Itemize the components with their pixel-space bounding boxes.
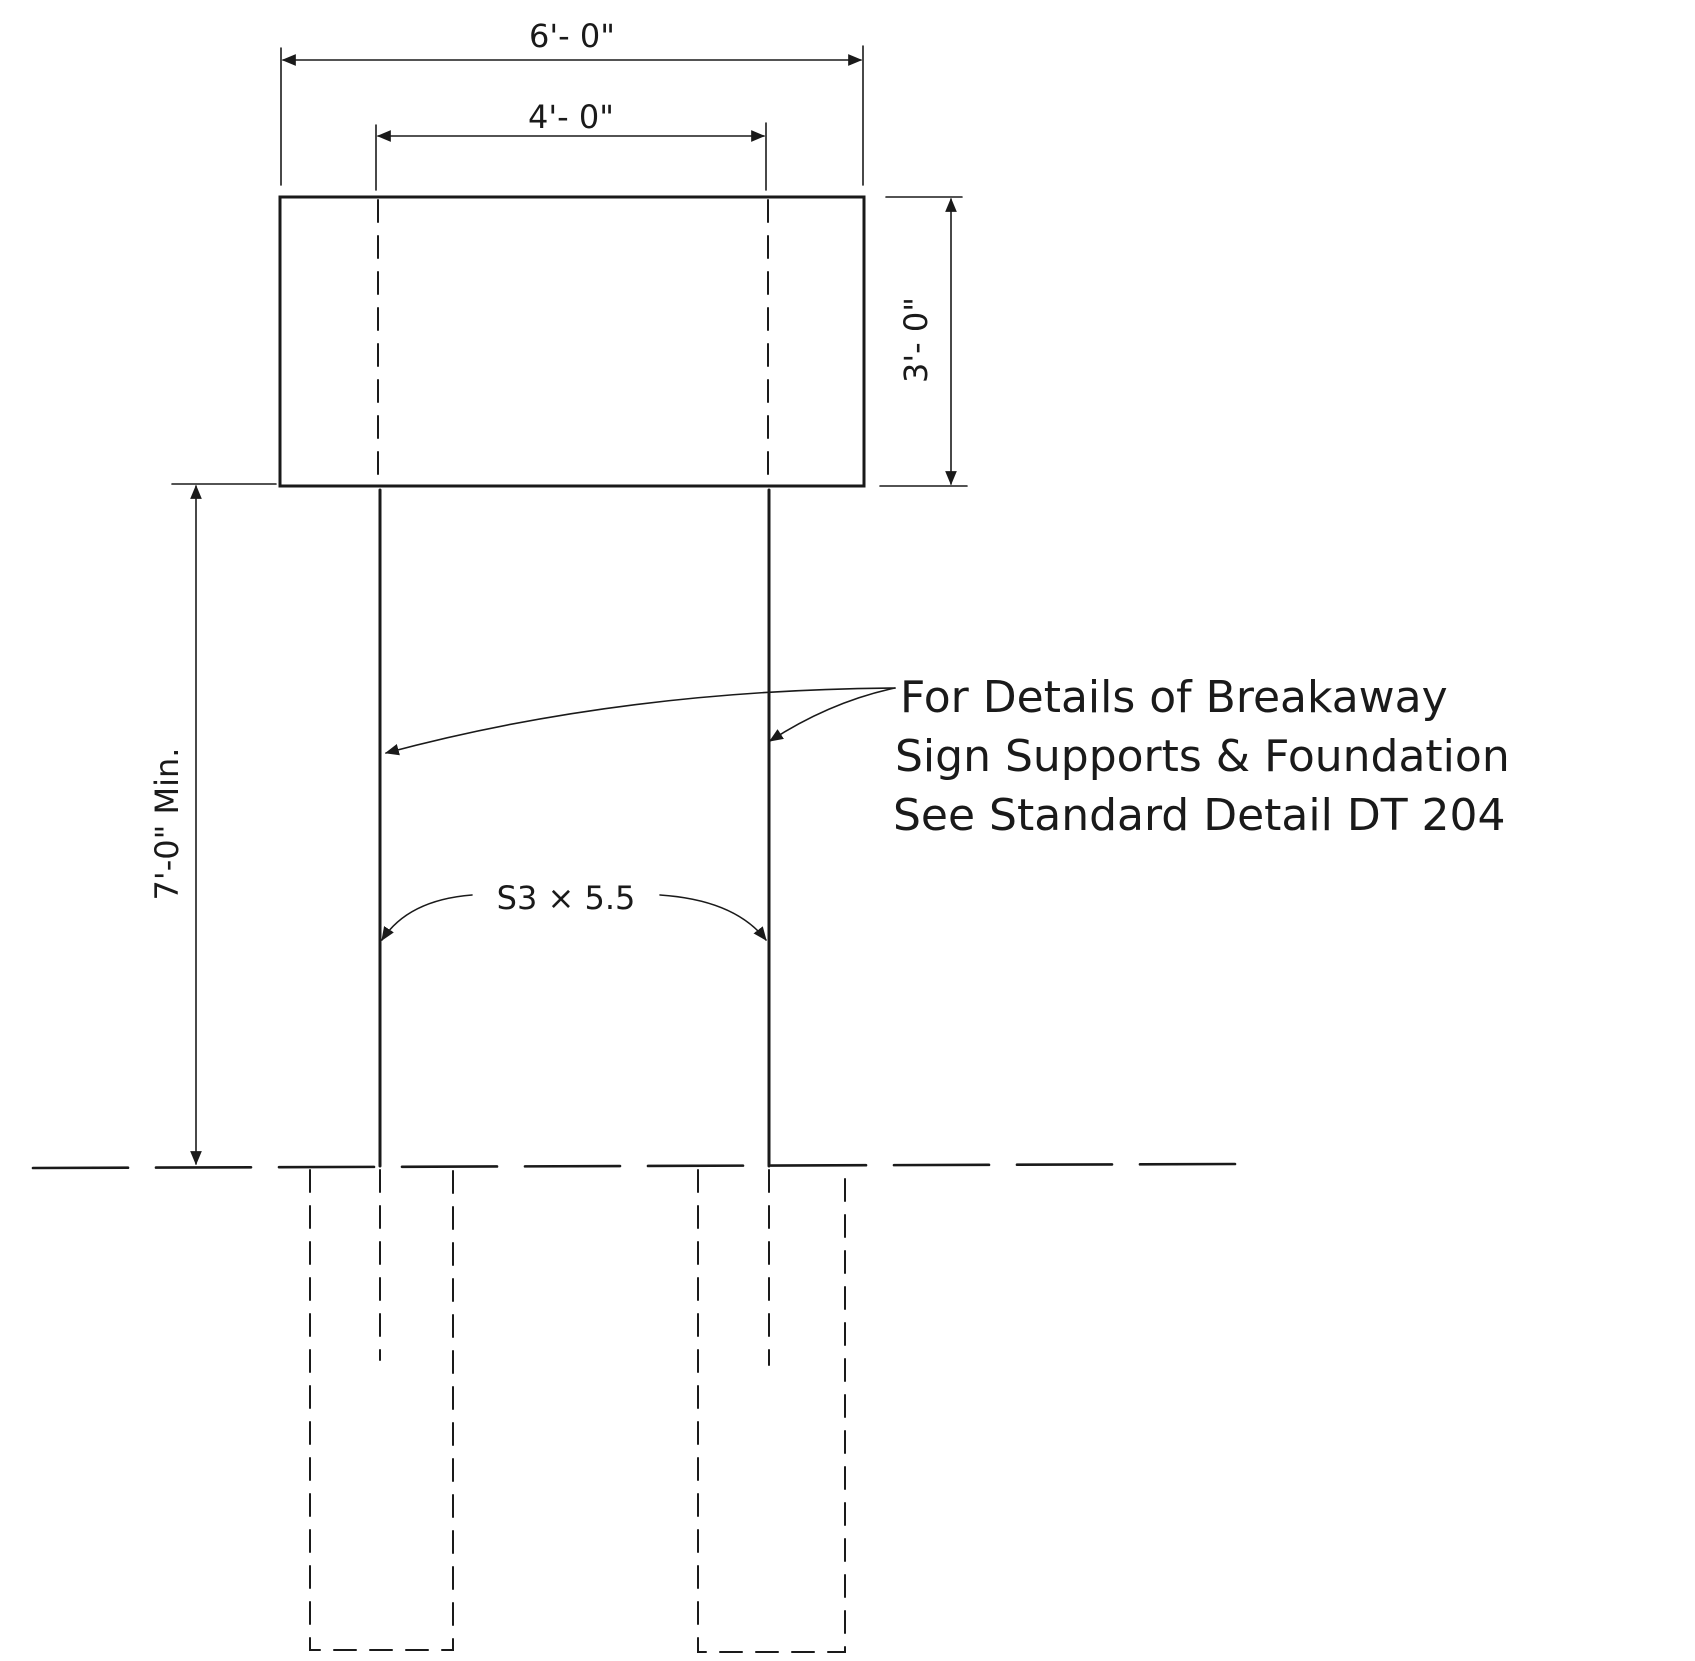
ground-line: [31, 1162, 1237, 1170]
sign-panel: [278, 195, 866, 488]
note-line-2: Sign Supports & Foundation: [895, 731, 1510, 782]
post-label-leader-right: [659, 894, 767, 941]
dim-sign-height: 3'- 0": [897, 297, 935, 383]
post-label-leader-left: [381, 894, 473, 941]
post-size-label: S3 × 5.5: [497, 879, 636, 917]
note-leader-left: [384, 687, 896, 756]
dim-post-spacing: 4'- 0": [528, 98, 614, 136]
note-leader-right: [769, 687, 896, 742]
note-line-1: For Details of Breakaway: [900, 672, 1448, 723]
note-line-3: See Standard Detail DT 204: [893, 790, 1506, 841]
foundation-left: [309, 1169, 454, 1651]
dim-clearance: 7'-0" Min.: [148, 748, 186, 901]
foundation-right: [697, 1169, 846, 1653]
dim-overall-width: 6'- 0": [529, 17, 615, 55]
